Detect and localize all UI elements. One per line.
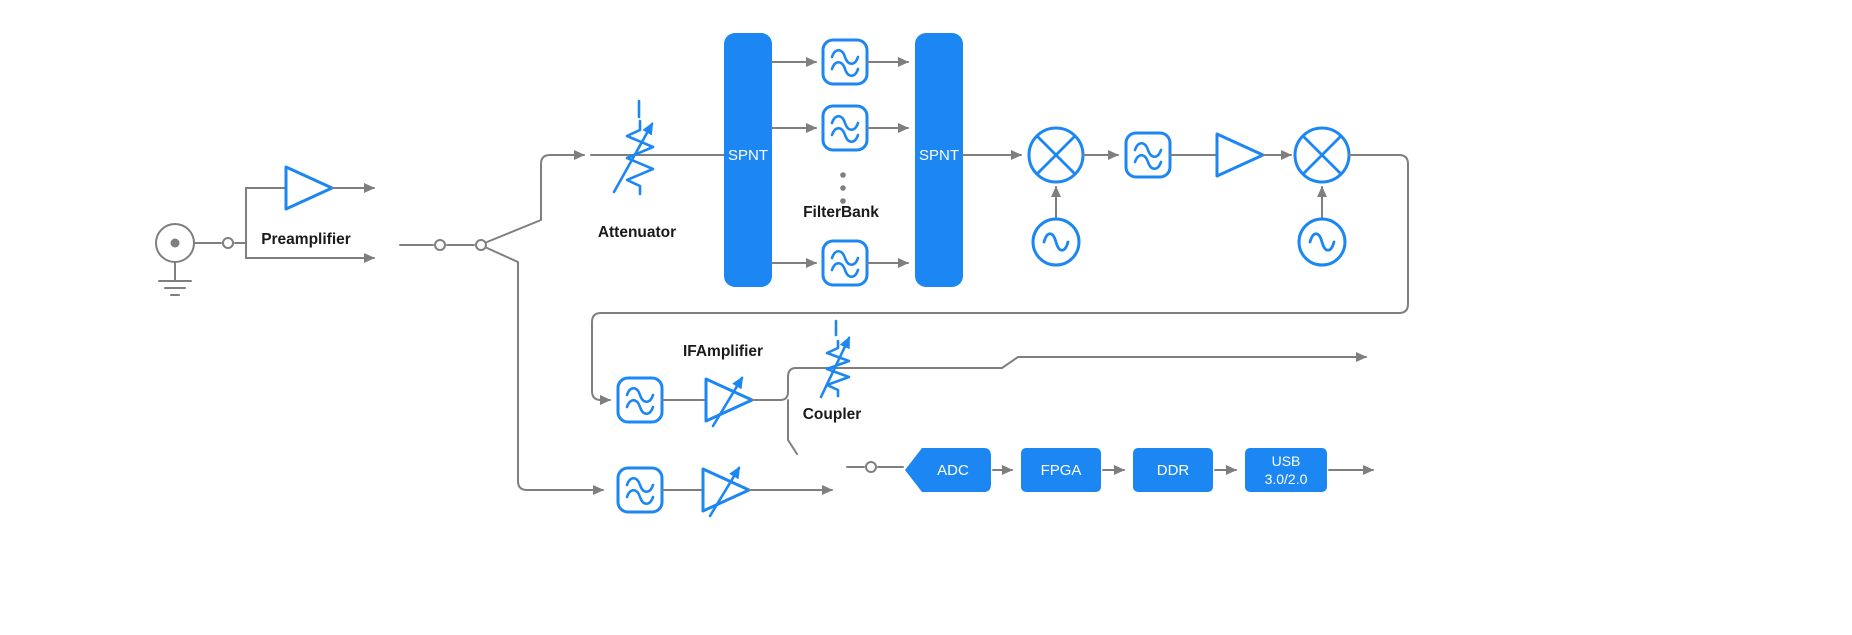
switch-contact-node — [475, 239, 487, 251]
fpga-block — [1021, 448, 1101, 492]
usb-block — [1245, 448, 1327, 492]
filter-icon — [821, 239, 869, 287]
spnt-switch-2: SPNT — [915, 33, 963, 287]
fpga-label: FPGA — [1041, 462, 1082, 479]
filterbank: FilterBank — [771, 38, 909, 287]
amplifier-icon — [284, 165, 334, 211]
switch-contact-node — [222, 237, 234, 249]
wire — [751, 352, 1367, 401]
filterbank-label: FilterBank — [803, 204, 879, 221]
switch-blade-lower — [486, 247, 604, 495]
if-amplifier-label: IFAmplifier — [683, 343, 763, 360]
mixer-icon — [1293, 126, 1351, 184]
ddr-block — [1133, 448, 1213, 492]
ground-icon — [158, 261, 192, 296]
adc-input-switch — [846, 461, 904, 473]
spnt-switch-1: SPNT — [724, 33, 772, 287]
spnt-switch-block — [724, 33, 772, 287]
switch-blade-upper — [486, 150, 585, 243]
coupler-arrow-icon — [819, 336, 851, 399]
switch-contact-node — [865, 461, 877, 473]
filter-icon — [821, 104, 869, 152]
input-band-switch — [399, 150, 604, 495]
switch-contact-node — [434, 239, 446, 251]
ddr-label: DDR — [1157, 462, 1190, 479]
local-oscillator-icon — [1031, 217, 1081, 267]
if-chain: IFAmplifier Coupler — [616, 319, 1367, 455]
connector-center-pin — [170, 238, 180, 248]
filter-icon — [821, 38, 869, 86]
local-oscillator-icon — [1297, 217, 1347, 267]
ellipsis-icon — [840, 172, 846, 204]
filter-icon — [616, 466, 664, 514]
digital-backend: ADC FPGA DDR USB 3.0/2.0 — [905, 448, 1374, 492]
vga-arrow-icon — [711, 376, 744, 428]
attenuator-arrow-icon — [612, 122, 654, 194]
input-port — [155, 223, 195, 296]
adc-block — [905, 448, 991, 492]
vga-arrow-icon — [708, 466, 741, 518]
coupler-label: Coupler — [803, 406, 862, 423]
coupler: Coupler — [803, 319, 862, 423]
amplifier-icon — [1215, 132, 1265, 178]
usb-label-line1: USB — [1272, 453, 1301, 469]
preamplifier-label: Preamplifier — [261, 231, 351, 248]
attenuator-icon — [625, 119, 655, 196]
spnt-2-label: SPNT — [919, 147, 959, 164]
filter-icon — [616, 376, 664, 424]
preamplifier: Preamplifier — [245, 165, 375, 263]
mixer-icon — [1027, 126, 1085, 184]
spnt-1-label: SPNT — [728, 147, 768, 164]
usb-label-line2: 3.0/2.0 — [1265, 471, 1308, 487]
filter-icon — [1124, 131, 1172, 179]
attenuator-label: Attenuator — [598, 224, 676, 241]
attenuator: Attenuator — [590, 99, 725, 241]
if-return-wire — [591, 154, 1409, 405]
coupler-icon — [825, 339, 851, 398]
spnt-switch-block — [915, 33, 963, 287]
adc-label: ADC — [937, 462, 969, 479]
switch-blade-down — [787, 399, 798, 455]
baseband-chain — [616, 466, 833, 518]
